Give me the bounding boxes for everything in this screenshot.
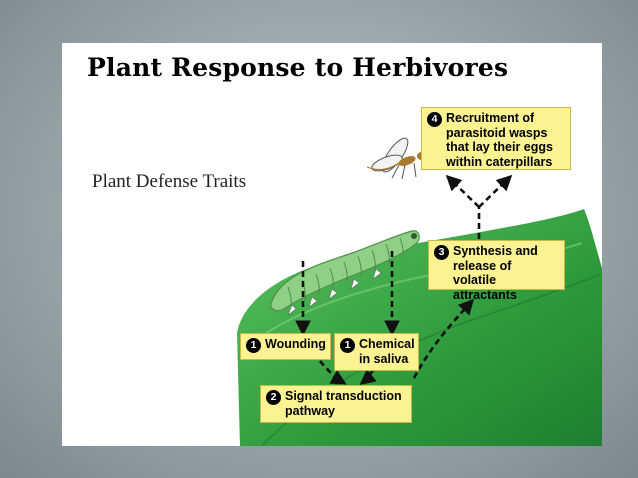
step-synthesis-box: 3 Synthesis and release of volatile attr… [428, 240, 565, 302]
arrow-wound-signal [319, 360, 347, 385]
step-recruitment-box: 4 Recruitment of parasitoid wasps that l… [421, 107, 571, 170]
step-number-badge: 1 [246, 338, 261, 353]
arrow-up-right [478, 174, 513, 208]
step-number-badge: 4 [427, 112, 442, 127]
step-chemical-box: 1 Chemical in saliva [334, 333, 419, 371]
slide: Plant Response to Herbivores Plant Defen… [62, 43, 602, 446]
step-signal-box: 2 Signal transduction pathway [260, 385, 412, 423]
arrow-up-left [445, 174, 480, 208]
caterpillar [270, 230, 420, 316]
step-synthesis-label: Synthesis and release of volatile attrac… [453, 244, 538, 302]
step-number-badge: 3 [434, 245, 449, 260]
step-number-badge: 1 [340, 338, 355, 353]
step-wounding-box: 1 Wounding [240, 333, 331, 360]
slide-subtitle: Plant Defense Traits [92, 171, 247, 192]
step-number-badge: 2 [266, 390, 281, 405]
slide-title: Plant Response to Herbivores [87, 53, 509, 82]
step-recruitment-label: Recruitment of parasitoid wasps that lay… [446, 111, 553, 169]
step-wounding-label: Wounding [265, 337, 326, 351]
step-chemical-label: Chemical in saliva [359, 337, 415, 366]
step-signal-label: Signal transduction pathway [285, 389, 402, 418]
